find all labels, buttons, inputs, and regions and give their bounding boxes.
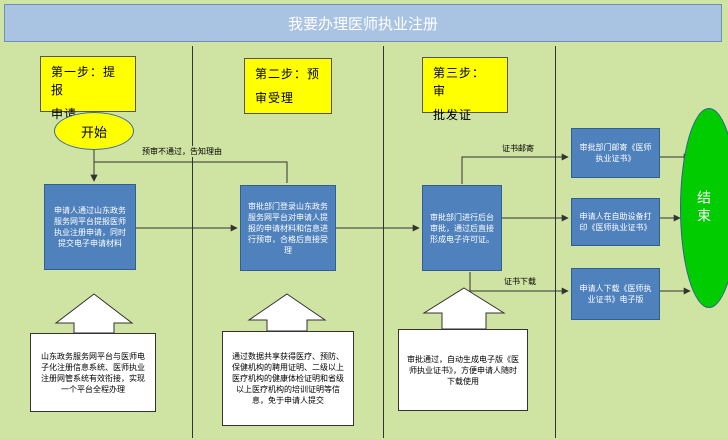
step-2-line2: 审受理	[255, 91, 295, 105]
arrow-return-to-apply	[90, 161, 288, 183]
hollow-arrow-step-1	[54, 293, 134, 334]
preview-box: 审批部门登录山东政务服务网平台对申请人提报的申请材料和信息进行预审，合格后直接受…	[240, 185, 336, 271]
note-step-2: 通过数据共享获得医疗、预防、保健机构的聘用证明、二级以上医疗机构的健康体检证明和…	[222, 331, 354, 426]
step-3-line2: 批发证	[433, 108, 473, 122]
note-step-3: 审批通过，自动生成电子版《医师执业证书》，方便申请人随时下载使用	[398, 329, 528, 411]
arrow-approve-to-mail	[461, 153, 569, 184]
end-terminal: 结束	[680, 108, 728, 308]
step-2-header: 第二步：预 审受理	[244, 58, 332, 114]
mail-box: 审批部门邮寄《医师执业证书》	[571, 128, 660, 178]
step-1-header: 第一步：提报 申请	[40, 56, 136, 121]
arrow-approve-to-download	[469, 272, 569, 295]
approve-box: 审批部门进行后台审批，通过后直接形成电子许可证。	[422, 185, 502, 271]
step-3-line1: 第三步：审	[433, 66, 486, 98]
edge-label-return: 预审不通过，告知理由	[142, 146, 222, 157]
page-title: 我要办理医师执业注册	[4, 4, 722, 42]
hollow-arrow-step-3	[422, 287, 506, 330]
column-divider-1	[192, 46, 193, 438]
apply-box: 申请人通过山东政务服务网平台提报医师执业注册申请，同时提交电子申请材料	[44, 184, 136, 270]
note-step-1: 山东政务服务网平台与医师电子化注册信息系统、医师执业注册网管系统有效衔接，实现一…	[30, 333, 156, 412]
selfprint-box: 申请人在自助设备打印《医师执业证书》	[571, 198, 660, 246]
edge-label-mail: 证书邮寄	[502, 143, 534, 154]
step-3-header: 第三步：审 批发证	[422, 57, 508, 122]
step-1-line1: 第一步：提报	[51, 65, 117, 97]
edge-label-download: 证书下载	[504, 276, 536, 287]
column-divider-2	[383, 46, 384, 438]
step-2-line1: 第二步：预	[255, 67, 321, 81]
hollow-arrow-step-2	[247, 293, 327, 332]
end-label: 结束	[695, 190, 711, 226]
column-divider-3	[555, 46, 556, 438]
start-terminal: 开始	[54, 112, 134, 150]
download-box: 申请人下载《医师执业证书》电子版	[571, 268, 660, 320]
